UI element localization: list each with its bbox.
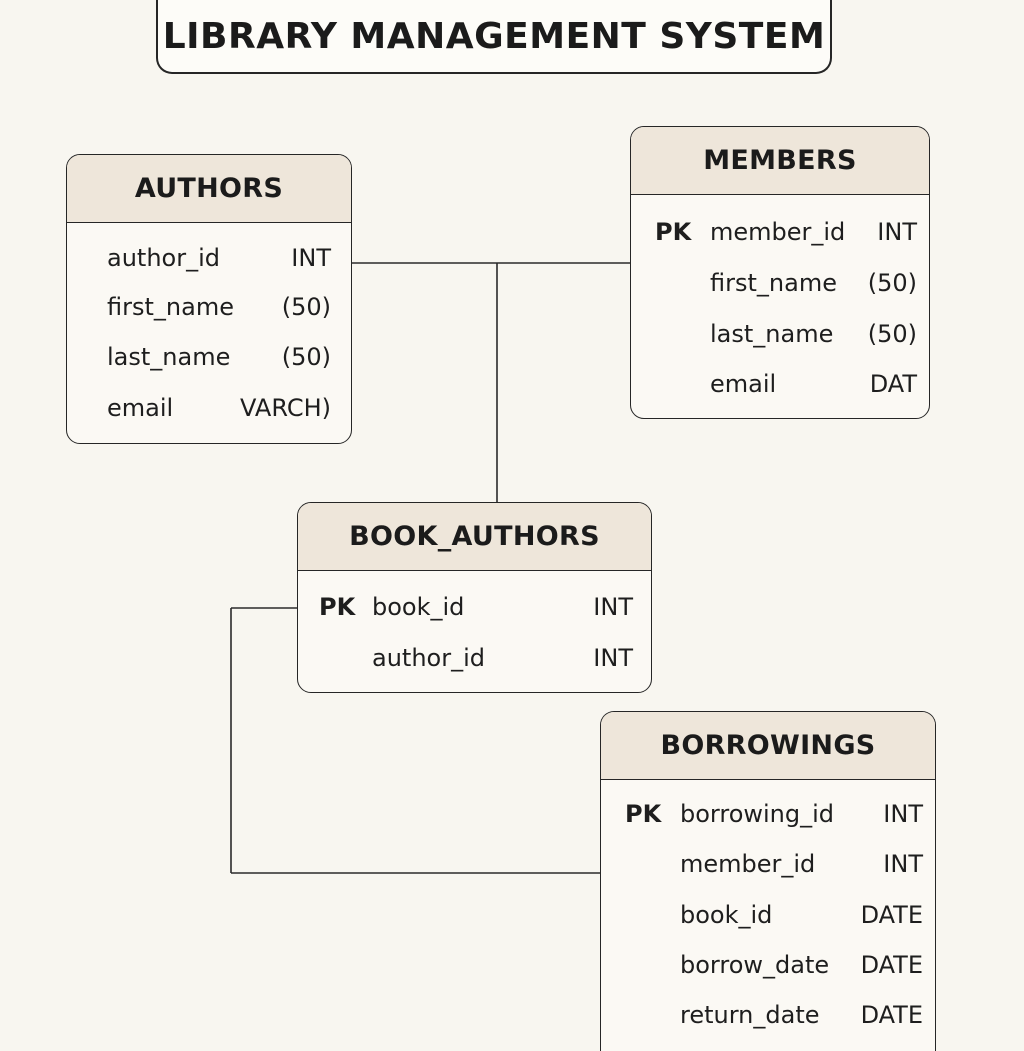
field-name: author_id xyxy=(372,644,485,672)
field-row: return_date DATE xyxy=(601,995,935,1035)
diagram-title: LIBRARY MANAGEMENT SYSTEM xyxy=(162,15,826,57)
field-row: email DAT xyxy=(631,364,929,404)
entity-header: BOOK_AUTHORS xyxy=(298,503,651,571)
field-type: INT xyxy=(883,850,923,878)
field-type: DATE xyxy=(860,951,923,979)
entity-authors[interactable]: AUTHORS author_id INT first_name (50) la… xyxy=(66,154,352,444)
field-name: borrow_date xyxy=(680,951,830,979)
entity-header: BORROWINGS xyxy=(601,712,935,780)
entity-header: AUTHORS xyxy=(67,155,351,223)
field-row: PK borrowing_id INT xyxy=(601,794,935,834)
entity-name: AUTHORS xyxy=(134,173,284,204)
field-name: last_name xyxy=(107,343,231,371)
field-name: first_name xyxy=(107,293,234,321)
field-row: author_id INT xyxy=(298,638,651,678)
field-row: author_id INT xyxy=(67,238,351,278)
field-type: INT xyxy=(877,218,917,246)
field-type: (50) xyxy=(281,343,331,371)
field-name: book_id xyxy=(680,901,773,929)
field-row: PK book_id INT xyxy=(298,587,651,627)
primary-key-marker: PK xyxy=(625,800,662,828)
field-type: DAT xyxy=(869,370,917,398)
field-type: (50) xyxy=(867,320,917,348)
entity-borrowings[interactable]: BORROWINGS PK borrowing_id INT member_id… xyxy=(600,711,936,1051)
primary-key-marker: PK xyxy=(655,218,692,246)
field-row: last_name (50) xyxy=(67,337,351,377)
field-row: PK member_id INT xyxy=(631,212,929,252)
diagram-title-box: LIBRARY MANAGEMENT SYSTEM xyxy=(156,0,832,74)
field-row: first_name (50) xyxy=(631,263,929,303)
field-type: DATE xyxy=(860,1001,923,1029)
field-type: DATE xyxy=(860,901,923,929)
field-name: return_date xyxy=(680,1001,820,1029)
entity-name: MEMBERS xyxy=(703,145,857,176)
field-name: borrowing_id xyxy=(680,800,835,828)
field-name: email xyxy=(107,394,174,422)
field-row: member_id INT xyxy=(601,844,935,884)
field-row: email VARCH) xyxy=(67,388,351,428)
field-type: VARCH) xyxy=(240,394,331,422)
field-row: borrow_date DATE xyxy=(601,945,935,985)
entity-name: BORROWINGS xyxy=(660,730,876,761)
field-name: last_name xyxy=(710,320,834,348)
field-type: INT xyxy=(593,593,633,621)
entity-name: BOOK_AUTHORS xyxy=(349,521,600,552)
field-type: (50) xyxy=(867,269,917,297)
field-name: first_name xyxy=(710,269,837,297)
field-type: (50) xyxy=(281,293,331,321)
entity-members[interactable]: MEMBERS PK member_id INT first_name (50)… xyxy=(630,126,930,419)
field-row: first_name (50) xyxy=(67,287,351,327)
field-type: INT xyxy=(291,244,331,272)
entity-book-authors[interactable]: BOOK_AUTHORS PK book_id INT author_id IN… xyxy=(297,502,652,693)
field-row: last_name (50) xyxy=(631,314,929,354)
entity-header: MEMBERS xyxy=(631,127,929,195)
field-name: member_id xyxy=(710,218,846,246)
primary-key-marker: PK xyxy=(319,593,356,621)
field-type: INT xyxy=(883,800,923,828)
field-row: book_id DATE xyxy=(601,895,935,935)
field-name: member_id xyxy=(680,850,816,878)
field-name: book_id xyxy=(372,593,465,621)
field-name: email xyxy=(710,370,777,398)
field-name: author_id xyxy=(107,244,220,272)
field-type: INT xyxy=(593,644,633,672)
relationship-lines xyxy=(230,262,630,874)
